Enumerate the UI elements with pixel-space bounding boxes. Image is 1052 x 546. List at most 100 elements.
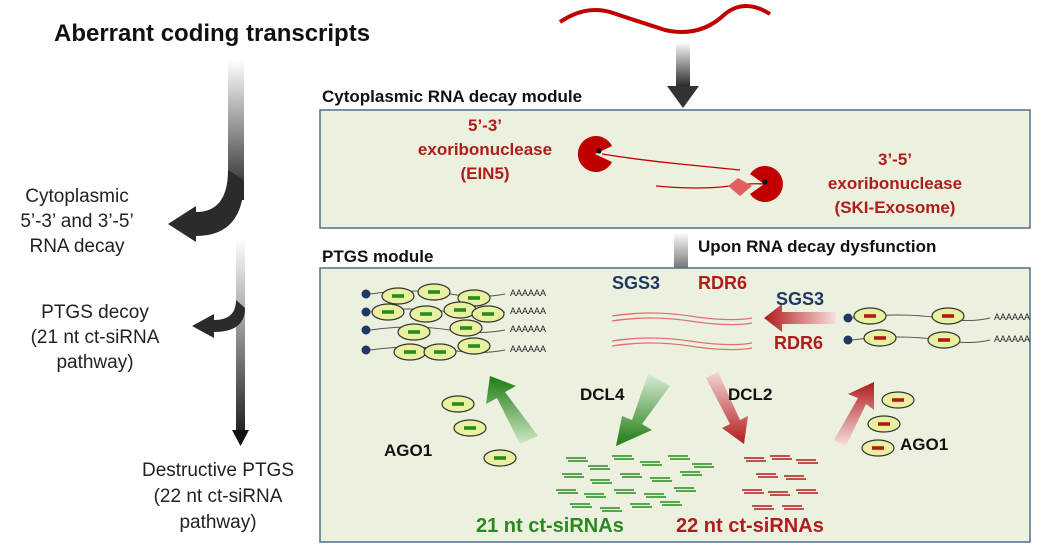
sgs3-right-label: SGS3	[776, 289, 825, 309]
sirna-21-duplex	[584, 493, 606, 498]
sirna-21-dashes	[556, 455, 714, 512]
ago1-oval	[853, 307, 887, 325]
sirna-21-duplex	[590, 479, 612, 484]
left-lower-shaft	[236, 238, 245, 433]
sirna-22-duplex	[752, 505, 774, 510]
sirna-21-duplex	[588, 465, 610, 470]
cytoplasmic-decay-line-3: RNA decay	[29, 236, 125, 257]
ptgs-decoy-line-1: PTGS decoy	[41, 302, 149, 323]
sirna-21-duplex	[630, 503, 652, 508]
exo-35-line-3: (SKI-Exosome)	[834, 198, 956, 217]
ptgs-decoy-arrow	[192, 300, 245, 338]
cytoplasmic-decay-line-1: Cytoplasmic	[25, 186, 129, 207]
sirna-21-duplex	[614, 489, 636, 494]
dsrna-duplexes	[611, 312, 753, 351]
sirna-21-duplex	[556, 489, 578, 494]
polya-tail: AAAAAA	[510, 344, 547, 354]
ago1-free	[441, 395, 475, 413]
cytoplasmic-decay-arrow	[168, 170, 244, 242]
exo-35-label: 3’-5’ exoribonuclease (SKI-Exosome)	[800, 148, 990, 220]
sirna-22-duplex	[744, 457, 766, 462]
sirna-22-duplex	[770, 455, 792, 460]
ago1-oval	[471, 305, 505, 323]
ago1-oval	[863, 329, 897, 347]
sgs3-rdr6-arrow	[764, 304, 836, 332]
ago1-oval	[393, 343, 427, 361]
exo-53-line-3: (EIN5)	[460, 164, 510, 183]
sirna-22-label: 22 nt ct-siRNAs	[676, 515, 824, 537]
polya-tail: AAAAAA	[510, 288, 547, 298]
ago1-free	[861, 439, 895, 457]
ein5-rna-strand	[601, 153, 741, 171]
ago1-right-label: AGO1	[900, 435, 949, 454]
sirna-21-duplex	[612, 455, 634, 460]
rdr6-right-label: RDR6	[774, 333, 824, 353]
dcl2-label: DCL2	[728, 385, 773, 404]
dcl2-arrow	[706, 372, 748, 444]
ago1-oval	[397, 323, 431, 341]
dcl4-arrow	[616, 374, 670, 446]
sirna-22-duplex	[796, 489, 818, 494]
destructive-ptgs-line-1: Destructive PTGS	[141, 460, 295, 481]
ago1-oval	[417, 283, 451, 301]
transcript-wave	[558, 4, 772, 34]
sirna-21-duplex	[680, 471, 702, 476]
sirna-21-duplex	[570, 503, 592, 508]
destructive-arrow-head	[232, 430, 249, 446]
exo-35-line-2: exoribonuclease	[827, 174, 963, 193]
ago1-right-group	[861, 391, 915, 457]
sirna-22-duplex	[756, 473, 778, 478]
polya-tail: AAAAAA	[994, 312, 1031, 322]
ago1-left-label: AGO1	[384, 441, 433, 460]
ago1-oval	[443, 301, 477, 319]
top-down-head	[667, 86, 699, 108]
left-main-shaft	[228, 60, 244, 200]
red-up-arrow	[834, 382, 874, 446]
ago1-oval	[927, 331, 961, 349]
ago1-free	[453, 419, 487, 437]
sirna-21-duplex	[668, 455, 690, 460]
ptgs-decoy-label: PTGS decoy (21 nt ct-siRNA pathway)	[0, 300, 190, 375]
ptgs-decoy-line-3: pathway)	[56, 352, 134, 373]
sirna-21-duplex	[600, 507, 622, 512]
sirna-21-duplex	[692, 463, 714, 468]
sirna-21-duplex	[566, 457, 588, 462]
exo-53-line-1: 5’-3’	[467, 116, 503, 135]
ski-eye-icon	[762, 179, 768, 185]
sirna-21-duplex	[644, 493, 666, 498]
exo-53-line-2: exoribonuclease	[417, 140, 553, 159]
rdr6-label: RDR6	[698, 273, 748, 293]
sirna-21-duplex	[620, 473, 642, 478]
ago1-oval	[457, 337, 491, 355]
ptgs-module-title: PTGS module	[322, 247, 434, 266]
polya-tail: AAAAAA	[510, 324, 547, 334]
ein5-pacman-icon	[577, 135, 612, 172]
sirna-22-dashes	[742, 455, 818, 510]
ago1-oval	[931, 307, 965, 325]
ago1-left-group	[441, 395, 517, 467]
ago1-oval	[409, 305, 443, 323]
left-transcripts	[361, 283, 506, 361]
destructive-ptgs-line-2: (22 nt ct-siRNA	[153, 486, 283, 507]
sirna-21-duplex	[674, 487, 696, 492]
sirna-21-duplex	[640, 461, 662, 466]
ago1-free	[483, 449, 517, 467]
destructive-ptgs-label: Destructive PTGS (22 nt ct-siRNA pathway…	[112, 458, 324, 536]
sirna-22-duplex	[742, 489, 764, 494]
dysfunction-label: Upon RNA decay dysfunction	[698, 237, 937, 256]
ago1-free	[867, 415, 901, 433]
ago1-oval	[449, 319, 483, 337]
polya-tail: AAAAAA	[510, 306, 547, 316]
cytoplasmic-decay-line-2: 5’-3’ and 3’-5’	[20, 211, 134, 232]
ptgs-decoy-line-2: (21 nt ct-siRNA	[30, 327, 160, 348]
right-transcripts	[843, 307, 991, 349]
ago1-oval	[423, 343, 457, 361]
sirna-21-label: 21 nt ct-siRNAs	[476, 515, 624, 537]
cytoplasmic-module-box	[319, 109, 1031, 229]
dcl4-label: DCL4	[580, 385, 625, 404]
page-title: Aberrant coding transcripts	[54, 20, 371, 47]
sirna-21-duplex	[650, 477, 672, 482]
sirna-21-duplex	[562, 473, 584, 478]
top-down-shaft	[676, 42, 690, 88]
